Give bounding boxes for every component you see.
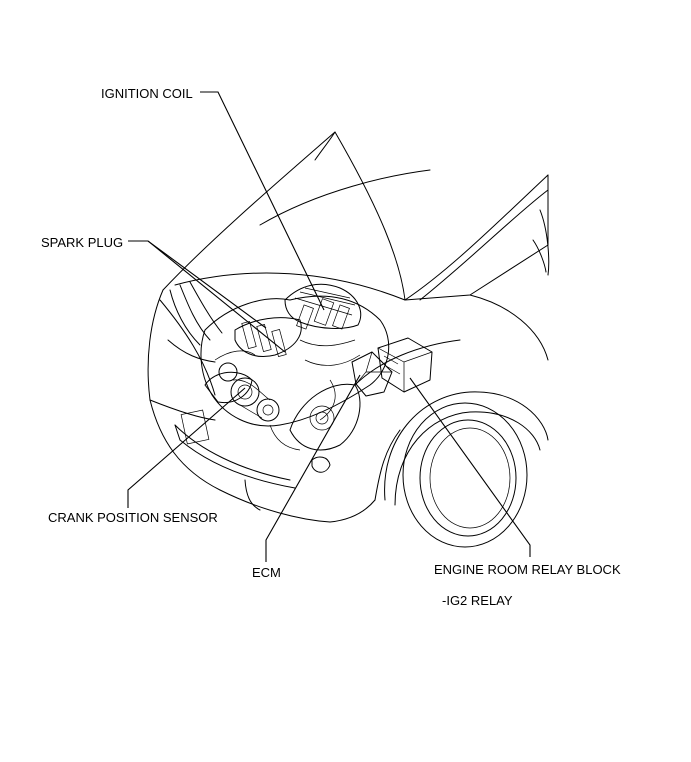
crank-position-sensor-label: CRANK POSITION SENSOR <box>48 510 218 525</box>
vehicle-body-outline <box>147 131 550 548</box>
engine-room-relay-block-component <box>377 337 433 393</box>
spark-plug-label: SPARK PLUG <box>41 235 124 250</box>
ecm-label: ECM <box>252 565 281 580</box>
leader-lines <box>127 91 531 562</box>
ecm-component <box>351 351 393 397</box>
engine-assembly <box>200 283 390 451</box>
ig2-relay-label: -IG2 RELAY <box>442 593 513 608</box>
engine-room-relay-block-label: ENGINE ROOM RELAY BLOCK <box>434 562 621 577</box>
ignition-coil-label: IGNITION COIL <box>101 86 193 101</box>
